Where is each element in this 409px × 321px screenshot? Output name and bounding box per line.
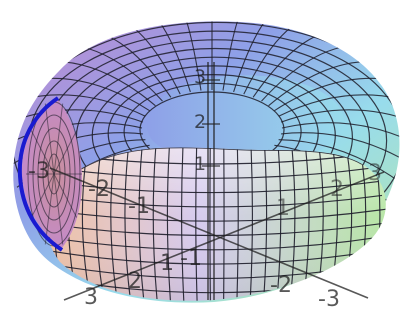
cross-section-edge — [17, 96, 64, 252]
mesh-meridian-line — [152, 147, 159, 301]
mesh-meridian-line — [281, 122, 400, 145]
mesh-parallel-line — [46, 236, 383, 251]
diagonal-axis-front — [49, 167, 369, 299]
mesh-parallel-line — [47, 181, 379, 194]
mesh-meridian-line — [148, 21, 191, 93]
mesh-meridian-line — [222, 21, 245, 91]
front-axis-tick-1: 1 — [160, 251, 174, 276]
right-axis-tick-1: 1 — [276, 196, 290, 221]
front-axis-tick-neg3: -3 — [318, 287, 340, 312]
cross-section-spoke — [53, 173, 78, 218]
cross-section-spoke — [44, 173, 55, 245]
front-axis-tick-neg1: -1 — [180, 246, 202, 271]
mesh-meridian-line — [233, 21, 276, 93]
torus-front-shading — [46, 147, 386, 301]
mesh-meridian-line — [13, 122, 143, 145]
mesh-meridian-line — [278, 139, 400, 188]
mesh-meridian-line — [249, 147, 253, 301]
mesh-meridian-line — [281, 132, 400, 167]
mesh-meridian-line — [138, 147, 145, 301]
mesh-meridian-line — [110, 147, 119, 301]
front-axis-tick-3: 3 — [84, 285, 98, 310]
right-axis-tick-3: 3 — [368, 161, 382, 186]
torus-front-mesh — [46, 147, 386, 301]
mesh-meridian-line — [124, 147, 132, 301]
vertical-tick-3: 3 — [194, 66, 206, 88]
left-axis-tick-neg3: -3 — [28, 159, 50, 184]
mesh-meridian-line — [166, 147, 172, 301]
diagonal-axis-right — [63, 171, 385, 301]
mesh-meridian-line — [280, 109, 400, 123]
axes — [49, 62, 385, 301]
cross-section-spoke — [53, 173, 64, 245]
vertical-tick-1: 1 — [194, 153, 206, 175]
mesh-meridian-line — [262, 147, 268, 301]
axis-tick-labels: 3 2 1 -3 -2 -1 3 2 1 -1 -2 -3 1 2 3 — [28, 66, 382, 312]
front-axis-tick-neg2: -2 — [270, 273, 292, 298]
mesh-meridian-line — [236, 147, 239, 301]
mesh-meridian-line — [275, 147, 282, 301]
mesh-meridian-line — [195, 147, 198, 301]
left-axis-tick-neg1: -1 — [128, 194, 150, 219]
front-lobe-top-edge — [69, 147, 363, 177]
mesh-parallel-line — [50, 167, 375, 179]
mesh-parallel-line — [47, 250, 379, 265]
left-axis-tick-neg2: -2 — [88, 177, 110, 202]
mesh-parallel-line — [46, 208, 386, 222]
cross-section-spoke — [44, 103, 55, 175]
cross-section-spoke — [53, 130, 78, 175]
mesh-meridian-line — [96, 147, 106, 301]
right-axis-tick-2: 2 — [330, 177, 344, 202]
vertical-tick-2: 2 — [194, 111, 206, 133]
cross-section-spoke — [53, 103, 64, 175]
mesh-meridian-line — [181, 147, 185, 301]
mesh-parallel-line — [46, 222, 386, 237]
front-axis-tick-2: 2 — [128, 269, 142, 294]
mesh-meridian-line — [179, 21, 202, 91]
cross-section-spoke — [30, 130, 55, 175]
cross-section-spoke — [30, 173, 55, 218]
